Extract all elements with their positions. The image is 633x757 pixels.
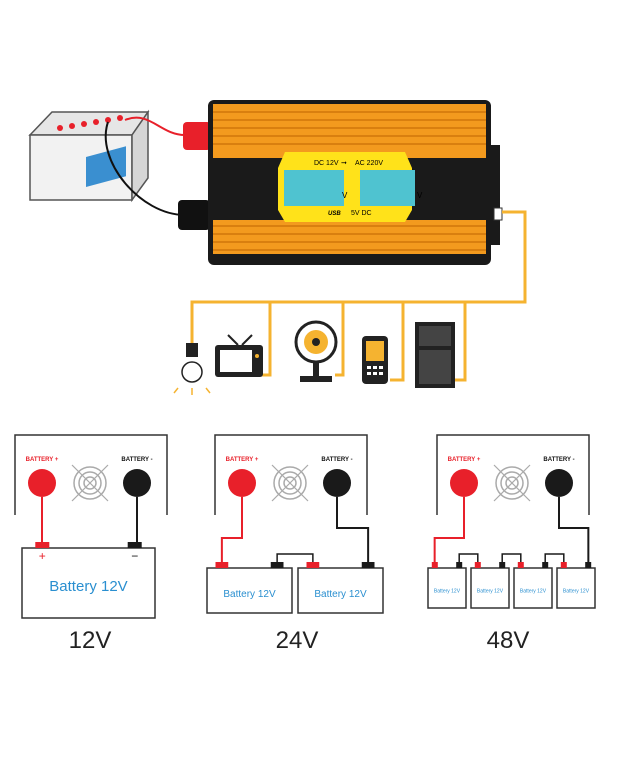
positive-terminal-label: BATTERY + bbox=[26, 457, 59, 463]
ac-output-wiring bbox=[190, 210, 527, 382]
inverter: V V DC 12V ➞ AC 220V USB 5V DC bbox=[208, 100, 503, 265]
positive-terminal-label: BATTERY + bbox=[448, 457, 481, 463]
battery-label: Battery 12V bbox=[563, 589, 590, 595]
series-link-wire bbox=[544, 553, 565, 562]
fan-icon bbox=[294, 320, 338, 382]
positive-clamp bbox=[183, 122, 211, 150]
battery-12v: Battery 12V bbox=[206, 562, 293, 614]
inverter-terminal-panel bbox=[14, 434, 168, 515]
positive-terminal bbox=[228, 469, 256, 497]
light-bulb-icon bbox=[173, 343, 211, 395]
battery-config-24V: BATTERY + BATTERY - Battery 12V Battery 12V… bbox=[206, 434, 384, 654]
positive-wire bbox=[220, 497, 243, 562]
system-voltage-label: 12V bbox=[69, 627, 112, 654]
battery-label: Battery 12V bbox=[49, 578, 127, 595]
conversion-to-label: AC 220V bbox=[355, 160, 383, 167]
tv-icon bbox=[215, 334, 263, 377]
battery-12v: Battery 12V bbox=[427, 562, 467, 609]
voltage-display-output bbox=[360, 170, 415, 206]
battery-12v: Battery 12V bbox=[513, 562, 553, 609]
display-unit-left: V bbox=[342, 191, 348, 200]
battery-label: Battery 12V bbox=[223, 589, 276, 600]
minus-sign: − bbox=[131, 549, 138, 563]
negative-terminal bbox=[545, 469, 573, 497]
battery-12v: Battery 12V bbox=[297, 562, 384, 614]
display-unit-right: V bbox=[417, 191, 423, 200]
battery-label: Battery 12V bbox=[477, 589, 504, 595]
voltage-display-input bbox=[284, 170, 344, 206]
battery-label: Battery 12V bbox=[520, 589, 547, 595]
battery-12v: Battery 12V + − bbox=[21, 542, 156, 619]
battery-12v: Battery 12V bbox=[556, 562, 596, 609]
negative-terminal-label: BATTERY - bbox=[121, 457, 152, 463]
inverter-terminal-panel bbox=[214, 434, 368, 515]
series-link-wire bbox=[276, 553, 314, 562]
battery-config-48V: BATTERY + BATTERY - Battery 12V Battery 12V… bbox=[427, 434, 596, 654]
usb-output-label: 5V DC bbox=[351, 210, 372, 217]
negative-terminal bbox=[123, 469, 151, 497]
car-battery bbox=[28, 109, 150, 203]
ac-outlet bbox=[493, 207, 503, 221]
usb-logo: USB bbox=[328, 211, 341, 217]
fan-grill-icon bbox=[271, 464, 309, 502]
fan-grill-icon bbox=[71, 464, 109, 502]
negative-cable bbox=[104, 121, 186, 216]
positive-cable bbox=[124, 116, 186, 136]
negative-terminal-label: BATTERY - bbox=[543, 457, 574, 463]
series-link-wire bbox=[458, 553, 479, 562]
battery-12v: Battery 12V bbox=[470, 562, 510, 609]
negative-wire bbox=[558, 497, 590, 562]
battery-config-12V: BATTERY + BATTERY - Battery 12V + − 12V bbox=[14, 434, 168, 654]
plus-sign: + bbox=[39, 549, 46, 563]
mobile-phone-icon bbox=[362, 336, 388, 384]
positive-terminal bbox=[28, 469, 56, 497]
negative-clamp bbox=[178, 200, 210, 230]
negative-terminal bbox=[323, 469, 351, 497]
positive-terminal-label: BATTERY + bbox=[226, 457, 259, 463]
positive-wire bbox=[433, 497, 465, 562]
negative-terminal-label: BATTERY - bbox=[321, 457, 352, 463]
fan-grill-icon bbox=[493, 464, 531, 502]
negative-wire bbox=[336, 497, 370, 562]
series-link-wire bbox=[501, 553, 522, 562]
refrigerator-icon bbox=[415, 322, 455, 388]
inverter-terminal-panel bbox=[436, 434, 590, 515]
battery-label: Battery 12V bbox=[314, 589, 367, 600]
positive-terminal bbox=[450, 469, 478, 497]
system-voltage-label: 48V bbox=[487, 627, 530, 654]
arrow-icon: ➞ bbox=[341, 160, 347, 167]
system-voltage-label: 24V bbox=[276, 627, 319, 654]
battery-label: Battery 12V bbox=[434, 589, 461, 595]
conversion-from-label: DC 12V bbox=[314, 160, 339, 167]
